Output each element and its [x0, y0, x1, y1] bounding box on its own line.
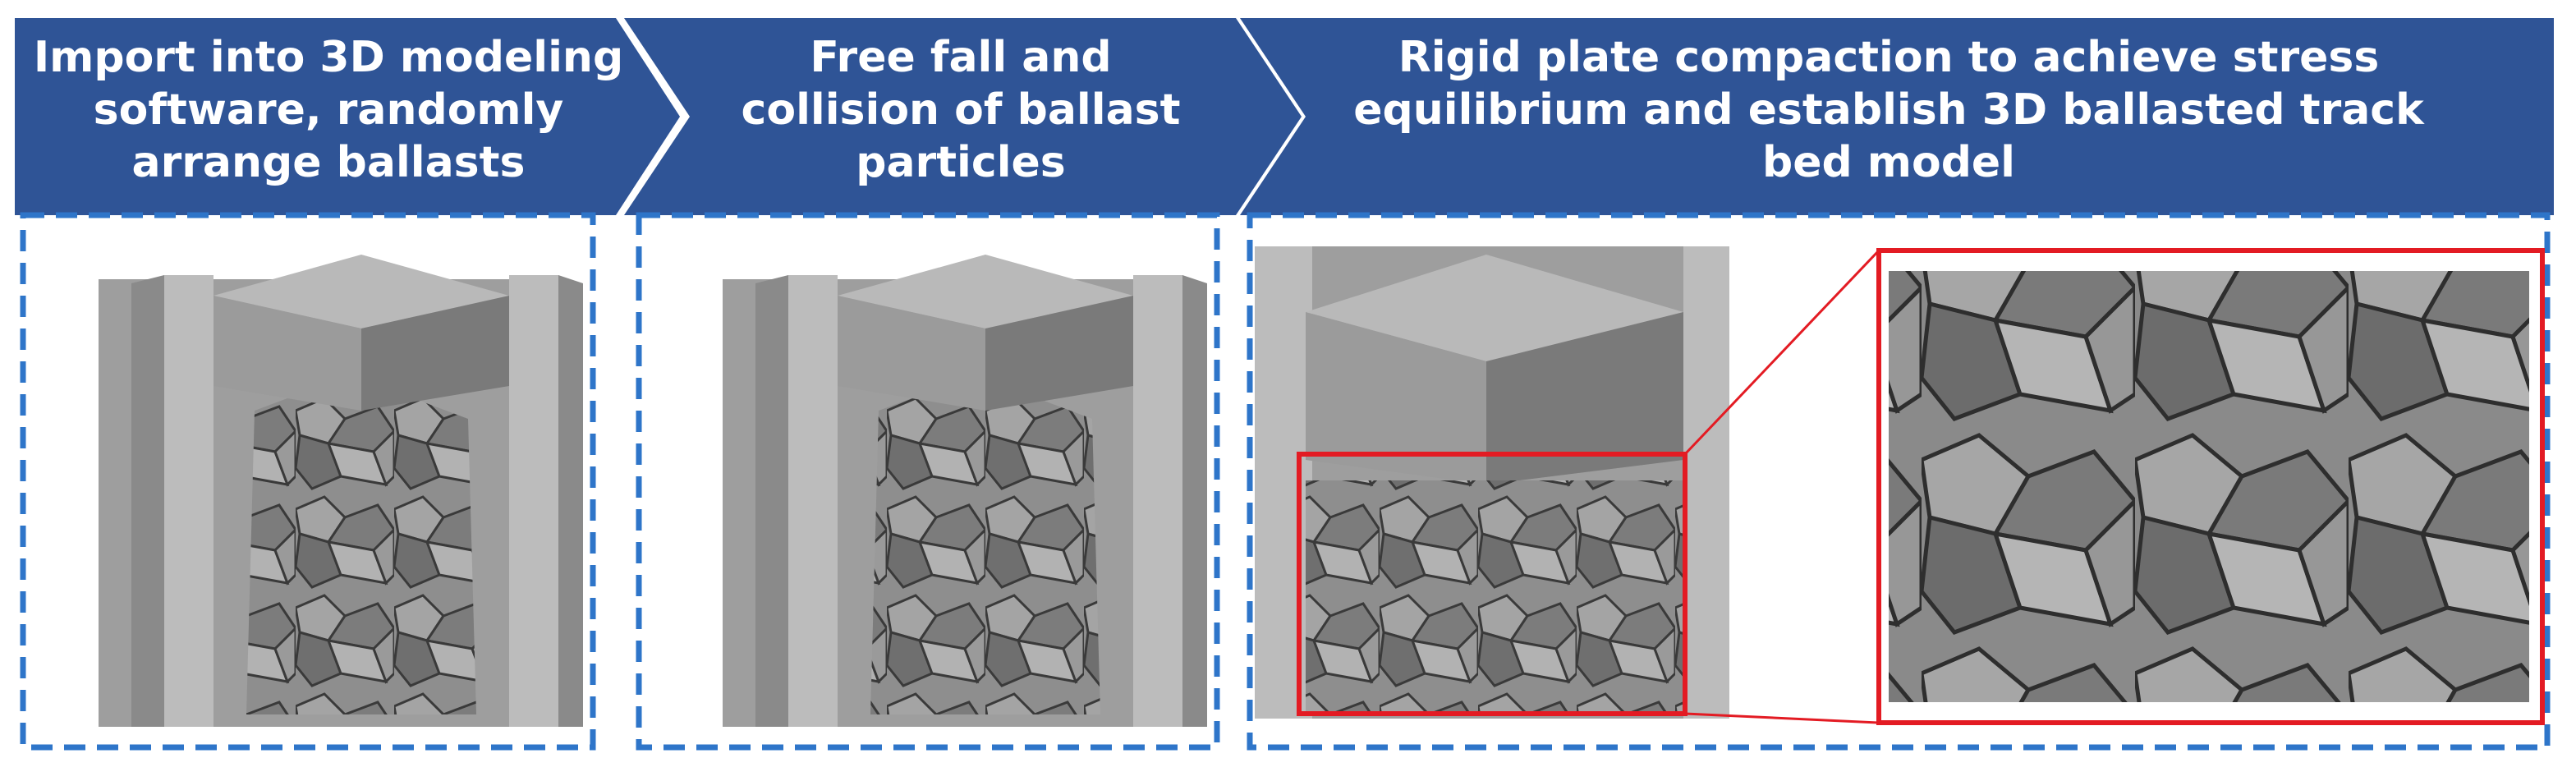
model-step-2 — [723, 255, 1207, 727]
model-step-1-plate-side — [361, 296, 509, 411]
model-step-2-right-wall — [1133, 275, 1182, 727]
step-banners — [15, 18, 2554, 215]
zoomed-ballast-bed — [1889, 271, 2529, 702]
model-step-3-ballast — [1306, 480, 1683, 714]
model-step-2-left-wall-side — [755, 275, 788, 727]
model-step-1-plate-front — [214, 296, 361, 411]
banner-step-1 — [15, 18, 680, 215]
model-step-2-plate-side — [985, 296, 1133, 411]
zoom-detail-box — [1876, 248, 2545, 725]
model-step-2-right-wall-side — [1182, 275, 1207, 727]
model-step-1-left-wall — [164, 275, 214, 727]
zoom-source-box — [1297, 452, 1687, 716]
model-step-3-plate-front — [1306, 312, 1486, 485]
panel-frame-step-3 — [1247, 212, 2551, 751]
model-step-3-right-wall — [1683, 246, 1729, 719]
model-step-2-ballast-particles — [870, 386, 1100, 714]
model-step-3 — [1255, 246, 2545, 725]
panel-frame-step-2 — [636, 212, 1220, 751]
model-step-3-plate-top — [1306, 255, 1683, 361]
step-panels — [20, 212, 2551, 751]
banner-step-2 — [624, 18, 1302, 215]
panel-frame-step-1 — [20, 212, 596, 751]
model-step-3-plate-side — [1486, 312, 1683, 485]
step-2-label: Free fall and collision of ballast parti… — [741, 33, 1181, 187]
step-1-label: Import into 3D modeling software, random… — [33, 33, 624, 187]
model-step-1-right-wall — [509, 275, 558, 727]
model-step-1-plate-top — [214, 255, 509, 328]
model-step-1-left-wall-side — [131, 275, 164, 727]
model-step-1 — [99, 255, 583, 727]
model-step-3-left-wall — [1255, 246, 1312, 719]
model-step-2-left-wall — [788, 275, 838, 727]
model-step-1-right-wall-side — [558, 275, 583, 727]
model-step-1-ballast-particles — [246, 386, 476, 714]
banner-step-3 — [1240, 18, 2554, 215]
model-step-2-plate-top — [838, 255, 1133, 328]
zoom-connector-bottom — [1684, 712, 1880, 724]
model-step-2-plate-front — [838, 296, 985, 411]
step-3-label: Rigid plate compaction to achieve stress… — [1353, 33, 2424, 187]
zoom-connector-top — [1683, 249, 1880, 456]
